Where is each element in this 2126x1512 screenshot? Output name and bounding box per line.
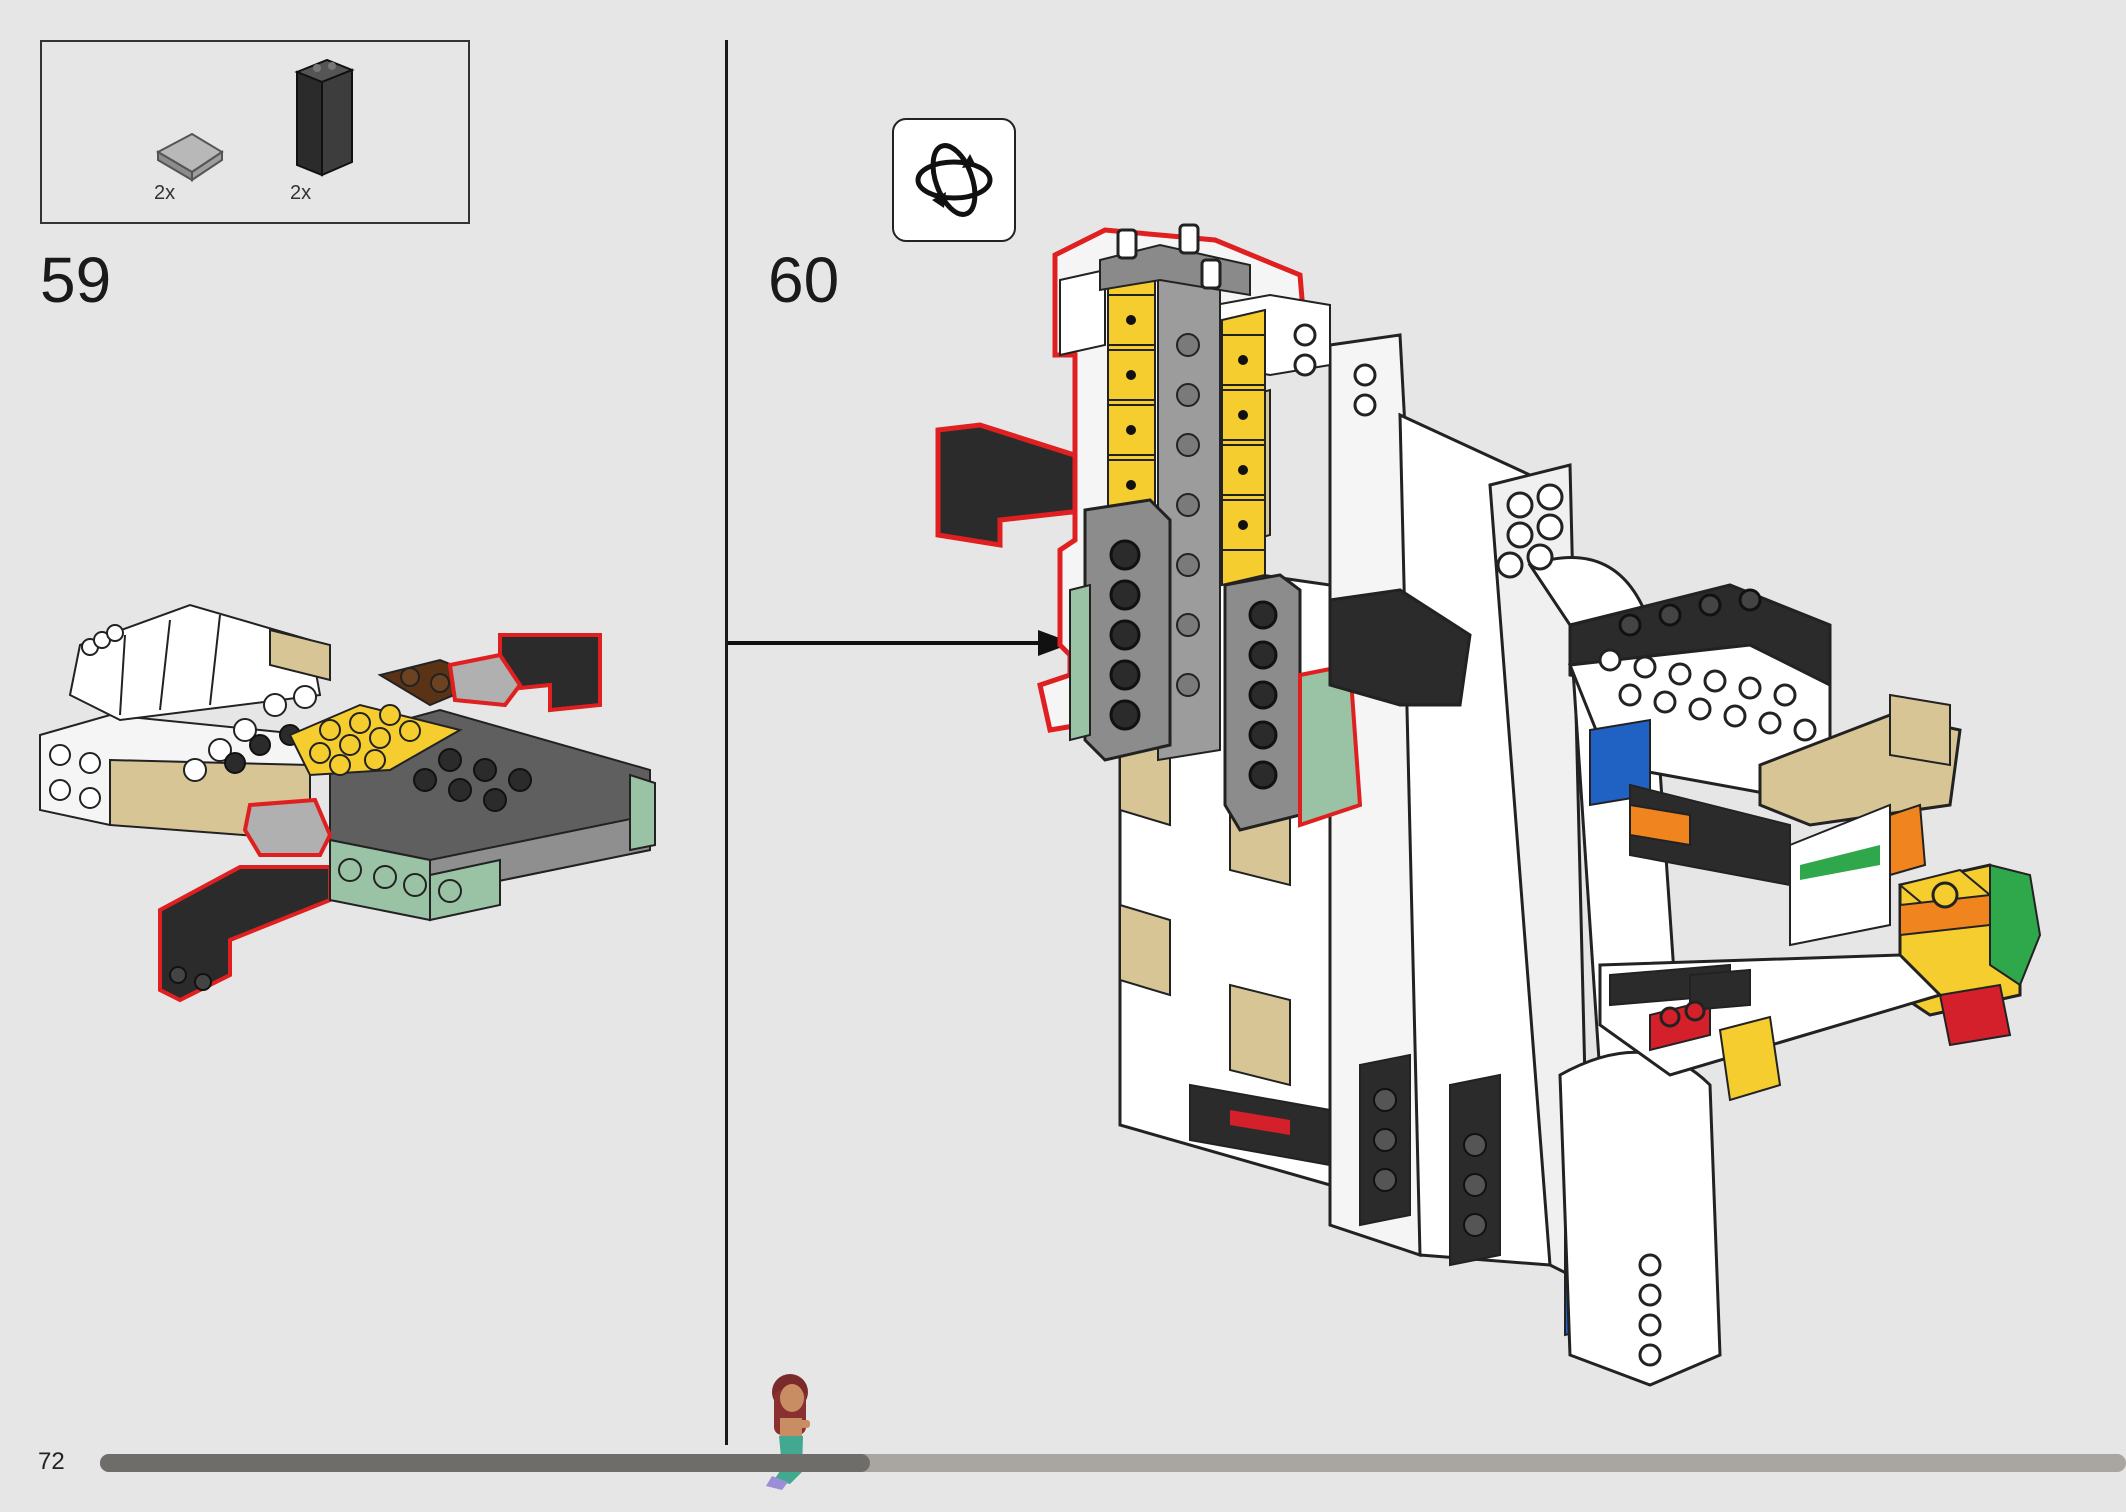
minifigure-icon [766, 1374, 810, 1490]
black-panel-icon [294, 58, 355, 177]
step-59-model [39, 603, 656, 1003]
grey-slope-tile-icon [155, 132, 224, 182]
step-number: 60 [768, 244, 840, 316]
part-count: 2x [154, 182, 176, 204]
step-number: 59 [40, 244, 112, 316]
placement-arrow-icon [728, 630, 1073, 656]
page-number: 72 [38, 1448, 65, 1475]
progress-bar-fill [100, 1454, 870, 1472]
step-divider [725, 40, 728, 1445]
rotate-model-icon [892, 118, 1016, 242]
step-60-model [935, 223, 2042, 1387]
parts-list-box: 2x 2x [40, 40, 470, 224]
part-count: 2x [290, 182, 312, 204]
